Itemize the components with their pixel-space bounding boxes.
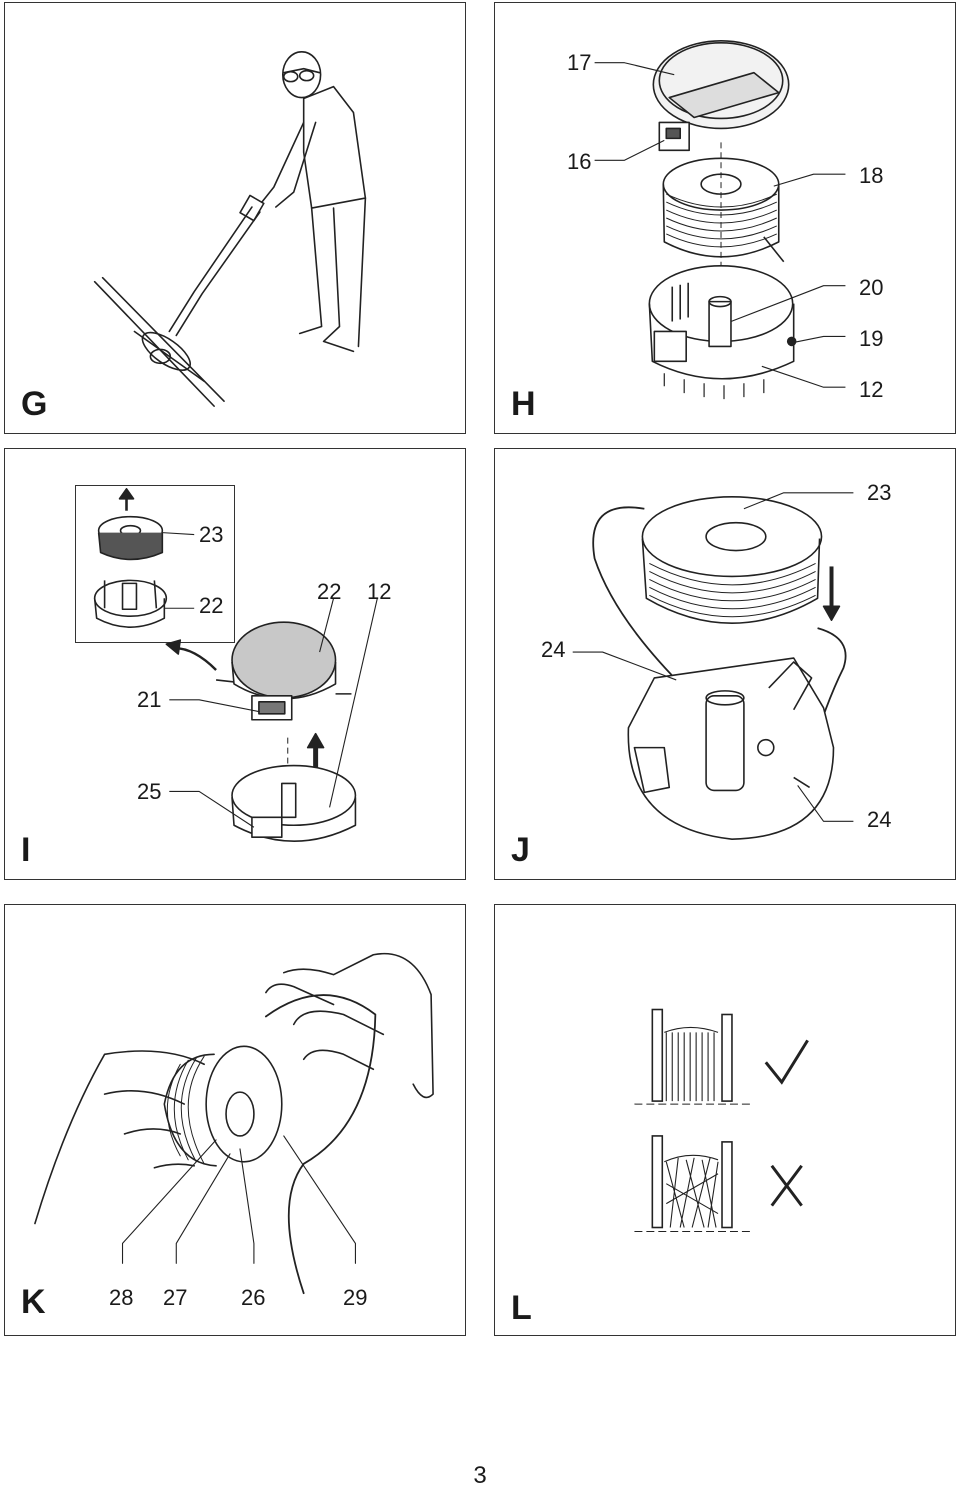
line-winding-illustration	[34, 952, 434, 1295]
callout-17: 17	[567, 50, 592, 75]
panel-letter: L	[511, 1289, 532, 1327]
page-number: 3	[473, 1462, 487, 1489]
callout-25: 25	[137, 779, 162, 804]
winding-comparison-illustration	[634, 1008, 809, 1232]
cross-icon	[770, 1164, 803, 1207]
spool-removal-illustration	[93, 488, 378, 842]
callout-24: 24	[867, 807, 892, 832]
callout-23: 23	[199, 522, 224, 547]
correct-winding-diagram	[634, 1008, 752, 1105]
panel-letter: G	[21, 385, 48, 423]
callout-24: 24	[541, 637, 566, 662]
callout-21: 21	[137, 687, 162, 712]
callout-18: 18	[859, 163, 884, 188]
inset-detail	[75, 485, 235, 643]
panel-g: G	[4, 2, 466, 434]
spool-insertion-illustration	[572, 492, 854, 840]
panel-h: 17 16 18 20 19 12 H	[494, 2, 956, 434]
panel-k: 28 27 26 29 K	[4, 904, 466, 1336]
panel-letter: H	[511, 385, 536, 423]
panel-letter: J	[511, 831, 530, 869]
callout-12: 12	[859, 377, 884, 402]
callout-22: 22	[199, 593, 224, 618]
check-icon	[764, 1039, 809, 1085]
panel-i: 23 22 22 12 21 25 I	[4, 448, 466, 880]
callout-16: 16	[567, 149, 592, 174]
spool-exploded-view	[594, 40, 846, 400]
incorrect-winding-diagram	[634, 1135, 752, 1232]
callout-12: 12	[367, 579, 392, 604]
panel-letter: I	[21, 831, 31, 869]
trimmer-user-illustration	[93, 50, 367, 407]
panel-j: 23 24 24 J	[494, 448, 956, 880]
callout-19: 19	[859, 326, 884, 351]
callout-23: 23	[867, 480, 892, 505]
panel-letter: K	[21, 1283, 46, 1321]
callout-27: 27	[163, 1285, 188, 1310]
callout-26: 26	[241, 1285, 266, 1310]
panel-l: L	[494, 904, 956, 1336]
callout-28: 28	[109, 1285, 134, 1310]
callout-29: 29	[343, 1285, 368, 1310]
callout-20: 20	[859, 275, 884, 300]
callout-22: 22	[317, 579, 342, 604]
